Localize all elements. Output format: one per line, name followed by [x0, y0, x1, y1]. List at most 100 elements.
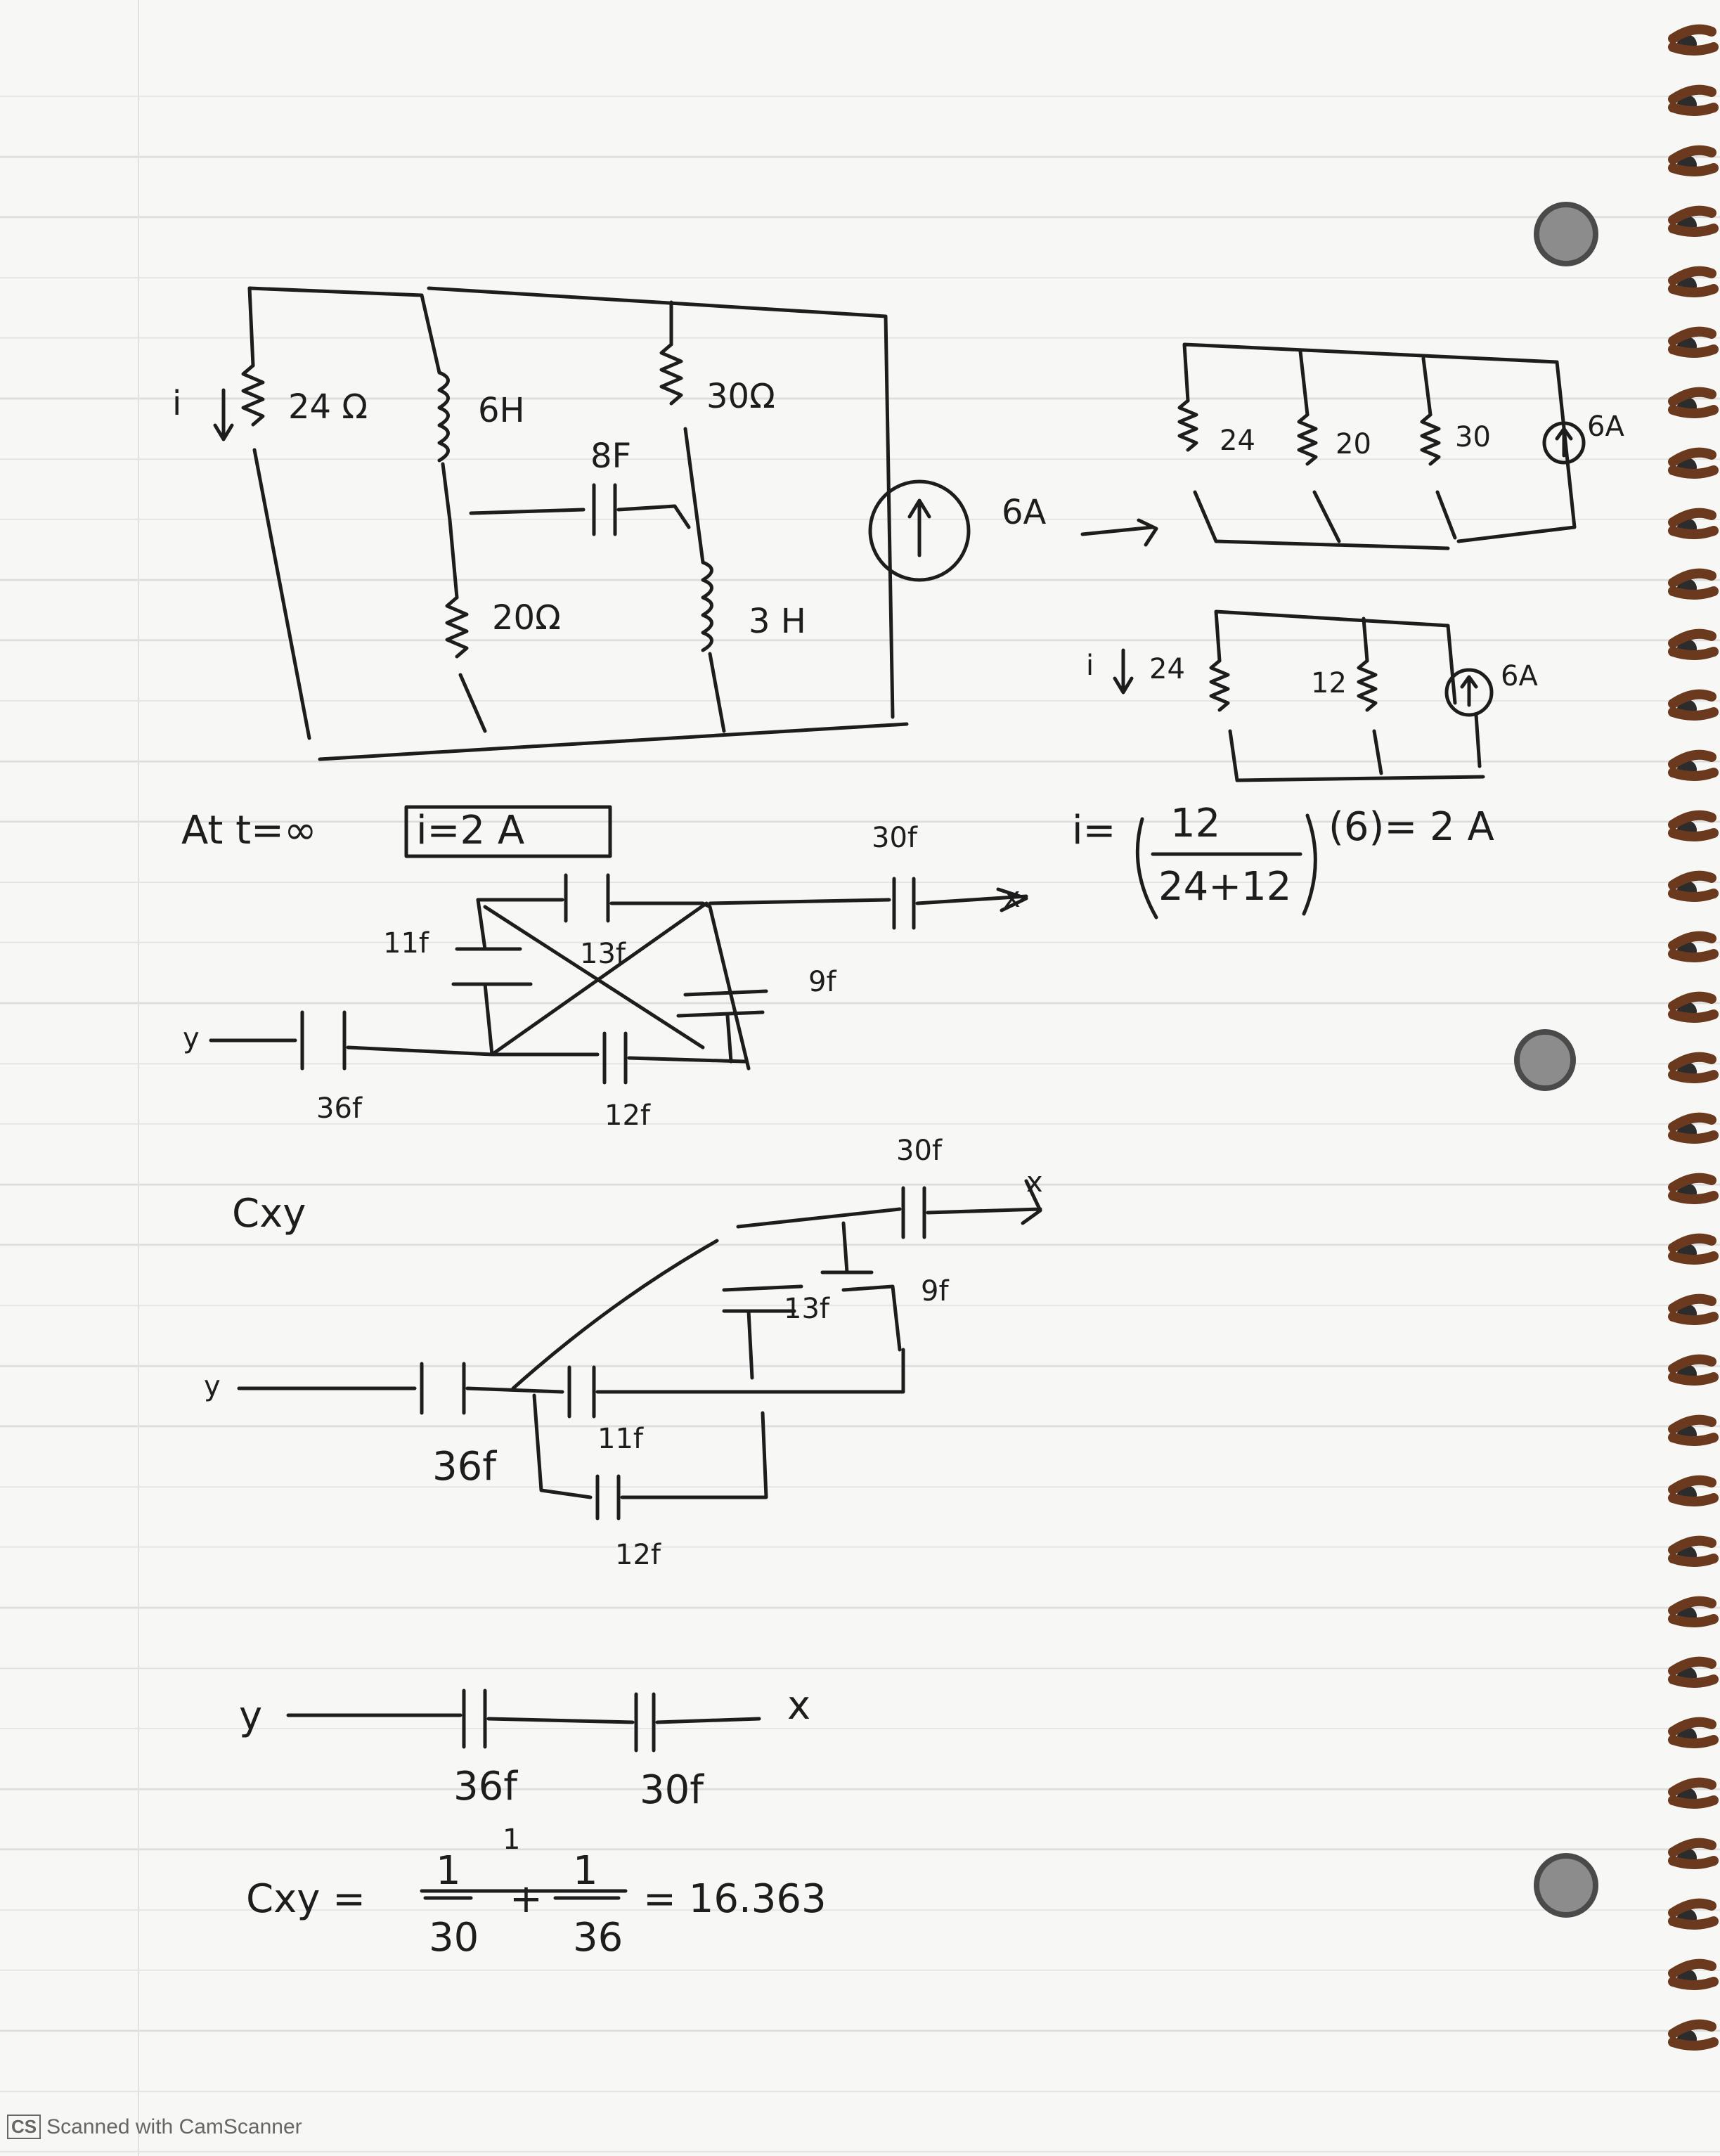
spiral-coil	[1668, 810, 1719, 841]
label-24-2: 24	[1220, 425, 1255, 457]
watermark-text: Scanned with CamScanner	[46, 2115, 302, 2138]
spiral-coil	[1668, 568, 1719, 600]
label-24-ohm: 24 Ω	[288, 387, 368, 427]
resistor-30-symbol	[659, 342, 683, 406]
resistor-24-symbol-3	[1209, 659, 1230, 712]
resistor-12-symbol-3	[1357, 659, 1378, 712]
spiral-coil	[1668, 387, 1719, 418]
spiral-coil	[1668, 1656, 1719, 1688]
formula-prefix: i=	[1072, 808, 1116, 853]
spiral-coil	[1668, 870, 1719, 902]
spiral-coil	[1668, 628, 1719, 660]
at-t-infinity: At t=∞	[181, 808, 317, 853]
spiral-coil	[1668, 205, 1719, 237]
result-line: At t=∞ i=2 A i= 12 24+12 (6)= 2 A	[181, 801, 1494, 919]
label-x-2: x	[1026, 1166, 1043, 1199]
final-frac1-den: 30	[429, 1915, 479, 1961]
resistor-24-symbol	[241, 363, 265, 427]
label-20-ohm: 20Ω	[492, 598, 561, 638]
final-result: = 16.363	[643, 1876, 827, 1922]
resistor-20-symbol-2	[1297, 413, 1318, 466]
label-y-1: y	[183, 1022, 200, 1054]
label-36f-3: 36f	[453, 1764, 518, 1809]
final-frac2-den: 36	[573, 1915, 623, 1961]
spiral-coil	[1668, 689, 1719, 721]
label-x-1: x	[1004, 882, 1021, 914]
spiral-coil	[1668, 749, 1719, 781]
final-calculation: Cxy = 1 1 30 + 1 36 = 16.363	[246, 1823, 827, 1961]
label-11f-2: 11f	[597, 1423, 644, 1455]
spiral-coil	[1668, 326, 1719, 358]
spiral-coil	[1668, 1535, 1719, 1567]
label-y-2: y	[204, 1370, 221, 1402]
hole-punch	[1534, 202, 1598, 266]
spiral-coil	[1668, 1958, 1719, 1990]
spiral-coil	[1668, 1475, 1719, 1506]
hole-punch	[1534, 1853, 1598, 1918]
spiral-coil	[1668, 931, 1719, 962]
spiral-coil	[1668, 84, 1719, 116]
final-top: 1	[503, 1823, 520, 1856]
current-source-icon-3	[1444, 668, 1494, 717]
formula-numerator: 12	[1170, 801, 1220, 846]
inductor-3h-symbol	[701, 560, 713, 652]
label-11f-1: 11f	[383, 927, 429, 960]
label-12-3: 12	[1311, 667, 1347, 699]
label-9f-2: 9f	[921, 1275, 949, 1308]
label-9f-1: 9f	[808, 966, 836, 998]
spiral-coil	[1668, 2019, 1719, 2051]
formula-suffix: (6)= 2 A	[1328, 804, 1494, 850]
label-12f-1: 12f	[604, 1099, 651, 1132]
spiral-coil	[1668, 1112, 1719, 1144]
final-frac1-num: 1	[436, 1848, 461, 1894]
spiral-coil	[1668, 1052, 1719, 1083]
spiral-binding	[1668, 24, 1719, 2051]
final-lhs: Cxy =	[246, 1876, 366, 1922]
label-13f-2: 13f	[784, 1293, 830, 1325]
final-plus: +	[510, 1876, 543, 1922]
spiral-coil	[1668, 1354, 1719, 1386]
circuit-2: 24 20 30 6A	[1177, 342, 1624, 550]
spiral-coil	[1668, 24, 1719, 56]
spiral-coil	[1668, 1898, 1719, 1930]
capacitor-8f-symbol	[469, 483, 691, 536]
current-arrow-icon-3	[1113, 648, 1134, 695]
title-cxy: Cxy	[232, 1191, 306, 1237]
current-label: i	[172, 384, 181, 423]
circuit-1: i 24 Ω 6H 30Ω 8F 20Ω 3 H 6A	[172, 286, 1158, 761]
label-3h: 3 H	[749, 602, 806, 641]
label-24-3: 24	[1149, 653, 1185, 685]
scanner-watermark: CS Scanned with CamScanner	[7, 2115, 302, 2139]
watermark-badge: CS	[7, 2115, 41, 2139]
label-i-3: i	[1086, 650, 1094, 682]
spiral-coil	[1668, 991, 1719, 1023]
current-arrow-icon	[213, 388, 234, 441]
circuit-3: i 24 12 6A	[1086, 609, 1538, 782]
spiral-coil	[1668, 1838, 1719, 1869]
spiral-coil	[1668, 145, 1719, 176]
spiral-coil	[1668, 1233, 1719, 1265]
label-30f-1: 30f	[872, 822, 918, 854]
spiral-coil	[1668, 1596, 1719, 1627]
label-13f-1: 13f	[580, 938, 626, 970]
resistor-30-symbol-2	[1420, 413, 1441, 466]
label-36f-2: 36f	[432, 1444, 497, 1490]
spiral-coil	[1668, 508, 1719, 539]
hole-punch	[1514, 1029, 1576, 1091]
capacitor-network-3: y x 36f 30f	[239, 1683, 810, 1813]
label-6a-2: 6A	[1587, 411, 1624, 443]
spiral-coil	[1668, 266, 1719, 297]
current-source-icon-2	[1542, 421, 1586, 465]
spiral-coil	[1668, 1414, 1719, 1446]
inductor-6h-symbol	[437, 370, 450, 463]
label-36f-1: 36f	[316, 1092, 363, 1125]
label-30f-2: 30f	[896, 1135, 943, 1167]
label-6h: 6H	[478, 391, 525, 430]
spiral-coil	[1668, 1717, 1719, 1748]
label-30-ohm: 30Ω	[706, 377, 775, 416]
label-8f: 8F	[590, 437, 631, 476]
label-20-2: 20	[1336, 428, 1371, 460]
spiral-coil	[1668, 1777, 1719, 1809]
spiral-coil	[1668, 1293, 1719, 1325]
